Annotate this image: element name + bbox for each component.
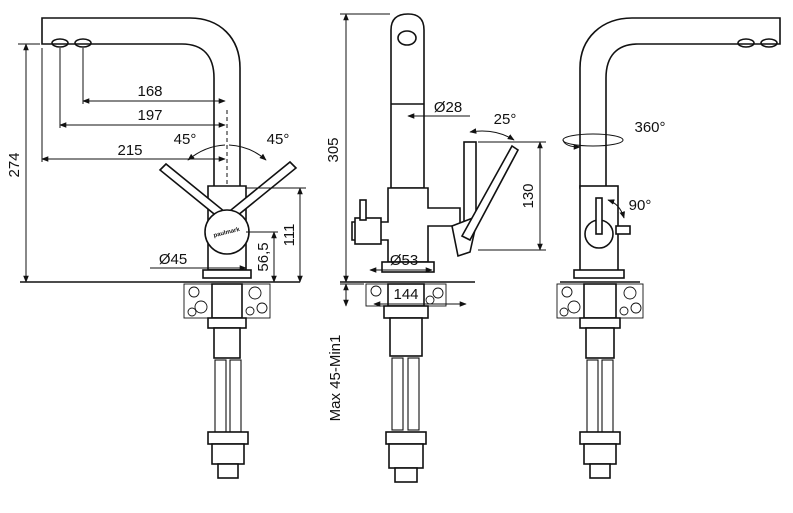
angle-25: 25° <box>494 111 517 128</box>
angle-90: 90° <box>629 197 652 214</box>
dim-56-5: 56,5 <box>255 242 272 271</box>
aerator-left-a <box>51 38 69 48</box>
dim-144: 144 <box>393 286 418 303</box>
dim-d45: Ø45 <box>159 251 187 268</box>
handle-middle-up <box>463 141 477 223</box>
arc-45-left <box>187 144 226 161</box>
mount-left <box>183 283 271 479</box>
angle-45-right: 45° <box>267 131 290 148</box>
dim-130: 130 <box>520 183 537 208</box>
aerator-left-b <box>74 38 92 48</box>
front-view-middle: 305 Ø28 25° 130 Ø53 144 <box>325 13 546 483</box>
hose-left-a <box>214 359 227 433</box>
arc-25 <box>469 128 515 141</box>
dim-197: 197 <box>137 107 162 124</box>
mount-range: Max 45-Min1 <box>327 335 344 422</box>
side-view-left: paulmark 168 197 215 45° 45° 274 111 56,… <box>6 17 306 479</box>
dim-215: 215 <box>117 142 142 159</box>
dim-111: 111 <box>281 224 298 247</box>
handle-middle-tilt <box>460 144 520 242</box>
base-left <box>202 269 252 279</box>
spout-middle <box>390 13 425 189</box>
dim-d53: Ø53 <box>390 252 418 269</box>
dim-274: 274 <box>6 152 23 177</box>
angle-45-left: 45° <box>174 131 197 148</box>
dim-168: 168 <box>137 83 162 100</box>
spout-right <box>579 17 781 189</box>
mount-right <box>556 283 644 479</box>
angle-360: 360° <box>634 119 665 136</box>
arc-90 <box>607 199 625 219</box>
dim-d28: Ø28 <box>434 99 462 116</box>
dim-305: 305 <box>325 137 342 162</box>
mount-middle: 144 <box>365 283 467 483</box>
side-view-right: 360° 90° <box>556 17 781 479</box>
spout-left <box>41 17 241 189</box>
arc-45-right <box>228 144 267 161</box>
hose-left-b <box>229 359 242 433</box>
